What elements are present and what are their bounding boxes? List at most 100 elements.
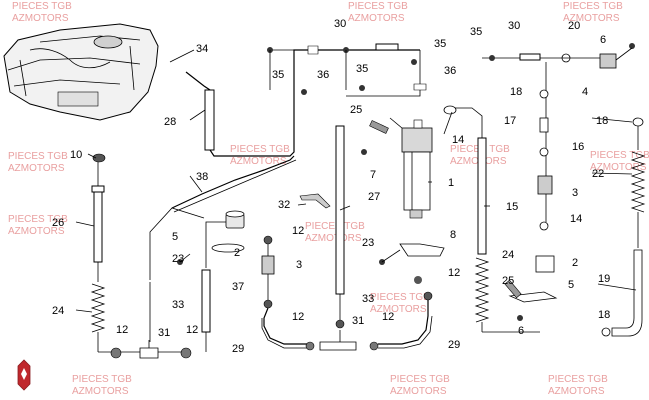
watermark-line2: AZMOTORS [563,13,620,24]
watermark-line1: PIECES TGB [370,292,430,303]
callout-35: 35 [470,26,482,38]
callout-5: 5 [568,279,574,291]
callout-17: 17 [504,115,516,127]
watermark-line2: AZMOTORS [348,13,405,24]
watermark-line1: PIECES TGB [305,221,365,232]
callout-27: 27 [368,191,380,203]
watermark-line1: PIECES TGB [230,144,290,155]
watermark-line2: AZMOTORS [590,162,647,173]
callout-12: 12 [382,311,394,323]
callout-18: 18 [598,309,610,321]
watermark-line2: AZMOTORS [230,156,287,167]
watermark-line2: AZMOTORS [72,386,129,397]
callout-8: 8 [450,229,456,241]
watermark-line1: PIECES TGB [12,1,72,12]
callout-36: 36 [444,65,456,77]
callout-14: 14 [452,134,464,146]
callout-31: 31 [158,327,170,339]
callout-16: 16 [572,141,584,153]
callout-29: 29 [448,339,460,351]
callout-15: 15 [506,201,518,213]
hose-to-33 [149,207,205,280]
callout-12: 12 [292,311,304,323]
callout-5: 5 [172,231,178,243]
watermark-line1: PIECES TGB [548,374,608,385]
watermark-line1: PIECES TGB [590,150,649,161]
azmotors-logo [17,359,31,391]
hose-37 [201,269,211,333]
callout-36: 36 [317,69,329,81]
callout-35: 35 [356,63,368,75]
callout-25: 25 [502,275,514,287]
watermark-layer: PIECES TGB AZMOTORS PIECES TGB AZMOTORS … [8,1,649,397]
callout-23: 23 [172,253,184,265]
callout-35: 35 [434,38,446,50]
callout-12: 12 [186,324,198,336]
callout-2: 2 [234,247,240,259]
callout-25: 25 [350,104,362,116]
callout-3: 3 [296,259,302,271]
watermark-line1: PIECES TGB [563,1,623,12]
callout-1: 1 [448,177,454,189]
callout-12: 12 [292,225,304,237]
callout-12: 12 [448,267,460,279]
hose-38 [171,155,295,209]
watermark-line1: PIECES TGB [8,151,68,162]
watermark-line1: PIECES TGB [8,214,68,225]
callout-24: 24 [52,305,64,317]
filter-cluster-center [177,210,275,309]
callout-34: 34 [196,43,208,55]
watermark-line1: PIECES TGB [72,374,132,385]
callout-20: 20 [568,20,580,32]
callout-32: 32 [278,199,290,211]
callout-38: 38 [196,171,208,183]
watermark-line2: AZMOTORS [548,386,605,397]
watermark-line2: AZMOTORS [390,386,447,397]
callout-33: 33 [362,293,374,305]
callout-26: 26 [52,217,64,229]
hose-29-right [378,300,429,345]
callout-14: 14 [570,213,582,225]
far-right-hose [601,117,646,337]
callout-35: 35 [272,69,284,81]
hose-29-left [263,307,308,345]
breather-hose-28 [185,49,420,157]
callout-7: 7 [370,169,376,181]
callout-29: 29 [232,343,244,355]
callout-6: 6 [600,34,606,46]
fuel-tank [3,23,159,121]
callout-23: 23 [362,237,374,249]
part-32 [299,193,331,209]
callout-6: 6 [518,325,524,337]
callout-30: 30 [334,18,346,30]
watermark-line1: PIECES TGB [348,1,408,12]
watermark-line2: AZMOTORS [370,304,427,315]
watermark-line1: PIECES TGB [390,374,450,385]
far-right-line [482,43,635,321]
callout-31: 31 [352,315,364,327]
callout-18: 18 [510,86,522,98]
callout-2: 2 [572,257,578,269]
watermark-line2: AZMOTORS [8,226,65,237]
right-column [379,105,540,333]
callout-3: 3 [572,187,578,199]
callout-18: 18 [596,115,608,127]
callout-33: 33 [172,299,184,311]
callout-4: 4 [582,86,588,98]
left-hose-column [90,153,192,359]
watermark-line2: AZMOTORS [8,163,65,174]
callout-30: 30 [508,20,520,32]
callout-37: 37 [232,281,244,293]
top-hose-line [267,43,427,97]
watermark-line2: AZMOTORS [305,233,362,244]
watermark-line2: AZMOTORS [12,13,69,24]
callout-24: 24 [502,249,514,261]
leader-lines [75,49,637,313]
hose-segment [204,89,215,151]
callout-labels: 34 30 35 36 35 35 36 35 30 20 6 4 28 10 … [52,18,610,355]
callout-12: 12 [116,324,128,336]
callout-28: 28 [164,116,176,128]
callout-19: 19 [598,273,610,285]
callout-10: 10 [70,149,82,161]
